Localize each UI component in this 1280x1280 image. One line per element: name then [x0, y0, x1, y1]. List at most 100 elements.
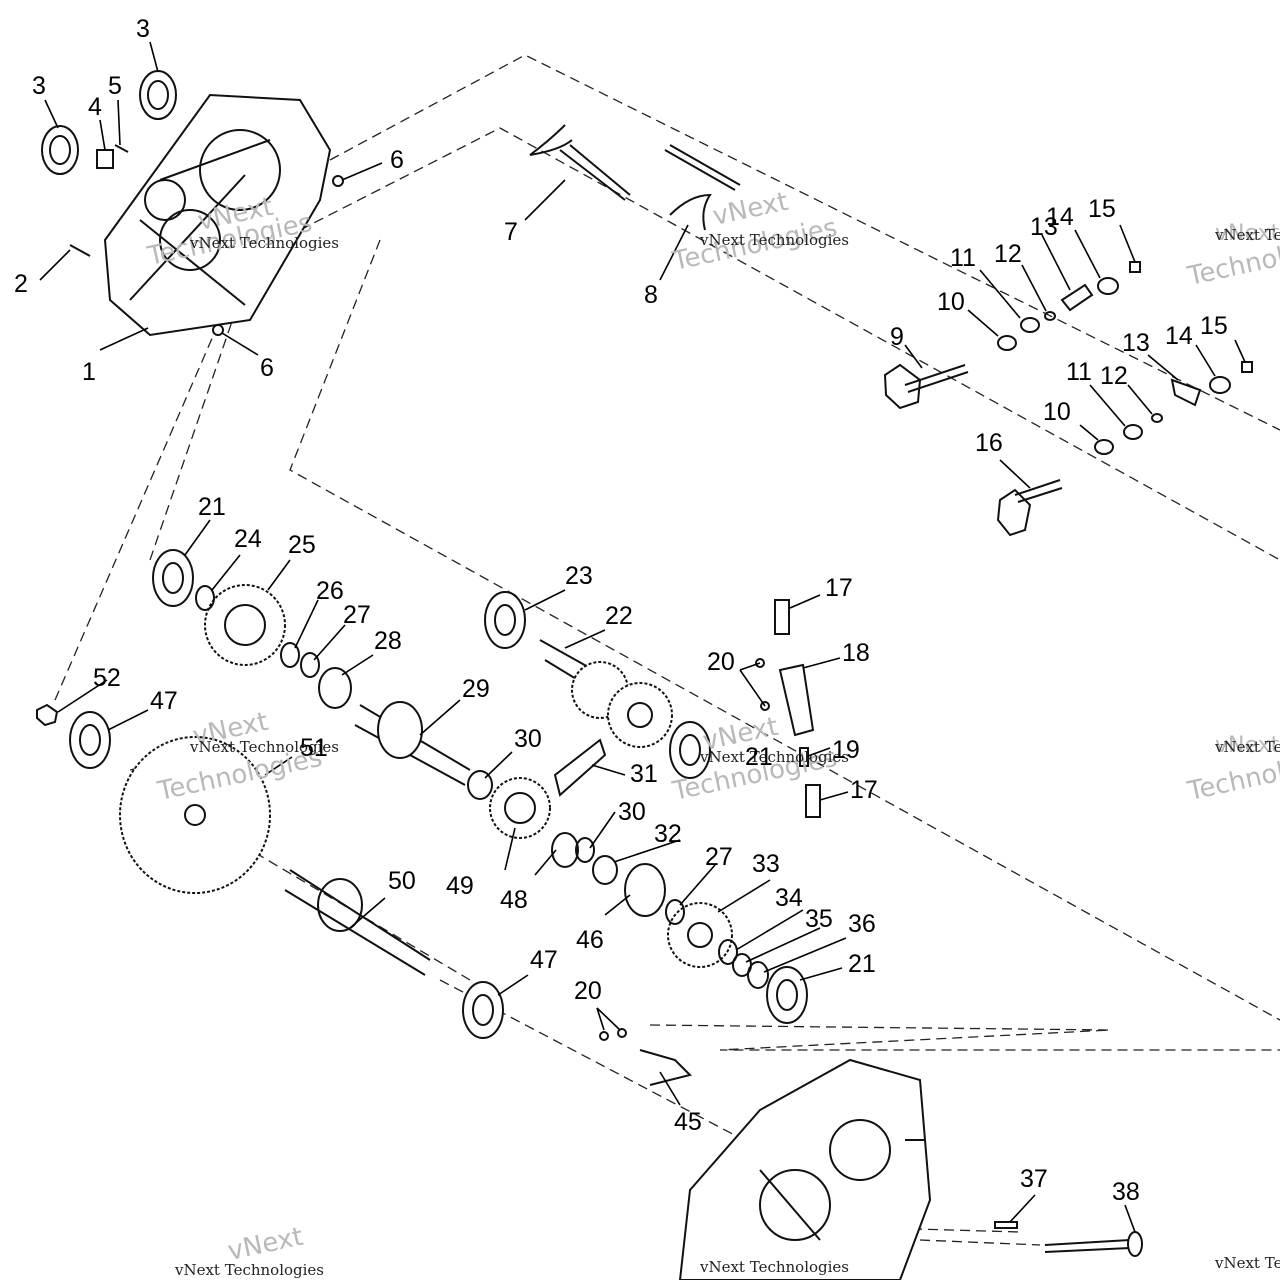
watermark-small: vNext Technologies — [699, 748, 849, 766]
watermark-small: vNext Technologies — [1214, 1254, 1280, 1272]
shift-shaft-16 — [996, 479, 1063, 537]
callout-15: 15 — [1200, 312, 1228, 340]
callout-5: 5 — [108, 72, 122, 100]
callout-14: 14 — [1046, 203, 1074, 231]
hub-46 — [624, 863, 666, 917]
callout-3: 3 — [136, 15, 150, 43]
callout-13: 13 — [1030, 213, 1058, 241]
gear-51-large — [119, 736, 271, 894]
watermark-small: vNext Technologies — [699, 1258, 849, 1276]
leader-lines — [39, 41, 1246, 1233]
shift-fork-8 — [664, 144, 741, 231]
callout-19: 19 — [832, 736, 860, 764]
callout-10: 10 — [937, 288, 965, 316]
bearing-47-lower — [462, 981, 504, 1039]
shaft-50 — [284, 869, 431, 976]
washer-set-lower — [1094, 361, 1253, 455]
seal-3-left — [41, 125, 79, 175]
pin-17-upper — [774, 599, 790, 635]
callout-labels: 1 2 3 3 4 5 6 6 7 8 9 10 10 11 11 12 12 … — [14, 15, 1228, 1206]
chain-31 — [553, 738, 607, 797]
callout-25: 25 — [288, 531, 316, 559]
callout-52: 52 — [93, 664, 121, 692]
washer-set-upper — [997, 261, 1141, 351]
ring-24 — [195, 585, 215, 611]
callout-36: 36 — [848, 910, 876, 938]
dowel-6-upper — [332, 175, 344, 187]
callout-29: 29 — [462, 675, 490, 703]
gear-33 — [667, 902, 733, 968]
callout-47: 47 — [530, 946, 558, 974]
callout-30: 30 — [618, 798, 646, 826]
callout-51: 51 — [300, 734, 328, 762]
bearing-47-left — [69, 711, 111, 769]
ring-30-upper — [467, 770, 493, 800]
collar-28 — [318, 667, 352, 709]
watermark-small: vNext Technologies — [699, 231, 849, 249]
bearing-21-upper — [152, 549, 194, 607]
washer-36 — [747, 961, 769, 989]
bearing-34 — [718, 939, 738, 965]
pin-5 — [114, 144, 129, 153]
callout-8: 8 — [644, 281, 658, 309]
callout-16: 16 — [975, 429, 1003, 457]
callout-20: 20 — [574, 977, 602, 1005]
bushing-4 — [96, 149, 114, 169]
callout-13: 13 — [1122, 329, 1150, 357]
dowel-6-lower — [212, 324, 224, 336]
callout-24: 24 — [234, 525, 262, 553]
callout-45: 45 — [674, 1108, 702, 1136]
callout-48: 48 — [500, 886, 528, 914]
callout-14: 14 — [1165, 322, 1193, 350]
bracket-18 — [778, 663, 815, 737]
screw-20-lower-a — [599, 1031, 609, 1041]
callout-21: 21 — [848, 950, 876, 978]
callout-32: 32 — [654, 820, 682, 848]
callout-21: 21 — [198, 493, 226, 521]
pin-37 — [994, 1221, 1018, 1229]
callout-27: 27 — [343, 601, 371, 629]
seal-3-top — [139, 70, 177, 120]
callout-31: 31 — [630, 760, 658, 788]
callout-10: 10 — [1043, 398, 1071, 426]
callout-30: 30 — [514, 725, 542, 753]
callout-38: 38 — [1112, 1178, 1140, 1206]
callout-20: 20 — [707, 648, 735, 676]
housing-cover-left — [103, 93, 332, 337]
callout-1: 1 — [82, 358, 96, 386]
spring-19 — [799, 747, 809, 767]
watermark-small: vNext Technologies — [189, 234, 339, 252]
callout-46: 46 — [576, 926, 604, 954]
watermarks: vNext Technologies vNext Technologies vN… — [144, 187, 1280, 1279]
watermark-text: vNext — [1215, 221, 1280, 246]
callout-22: 22 — [605, 602, 633, 630]
callout-11: 11 — [1066, 358, 1092, 386]
screw-20-lower-b — [617, 1028, 627, 1038]
gear-25 — [204, 584, 286, 666]
callout-35: 35 — [805, 905, 833, 933]
shaft-29 — [354, 701, 471, 786]
watermark-small: vNext Technologies — [1214, 226, 1280, 244]
callout-33: 33 — [752, 850, 780, 878]
ring-27-upper — [300, 652, 320, 678]
callout-7: 7 — [504, 218, 518, 246]
gear-49 — [489, 777, 551, 839]
callout-12: 12 — [1100, 362, 1128, 390]
callout-34: 34 — [775, 884, 803, 912]
ring-30-lower — [575, 837, 595, 863]
housing-right — [678, 1058, 932, 1280]
pin-17-lower — [805, 784, 821, 818]
callout-28: 28 — [374, 627, 402, 655]
nut-52 — [36, 703, 59, 727]
ring-32 — [592, 855, 618, 885]
bearing-21-middle — [669, 721, 711, 779]
callout-15: 15 — [1088, 195, 1116, 223]
callout-27: 27 — [705, 843, 733, 871]
callout-37: 37 — [1020, 1165, 1048, 1193]
bolt-2 — [69, 244, 91, 257]
callout-50: 50 — [388, 867, 416, 895]
watermark-small: vNext Technologies — [189, 738, 339, 756]
callout-6: 6 — [390, 146, 404, 174]
callout-23: 23 — [565, 562, 593, 590]
